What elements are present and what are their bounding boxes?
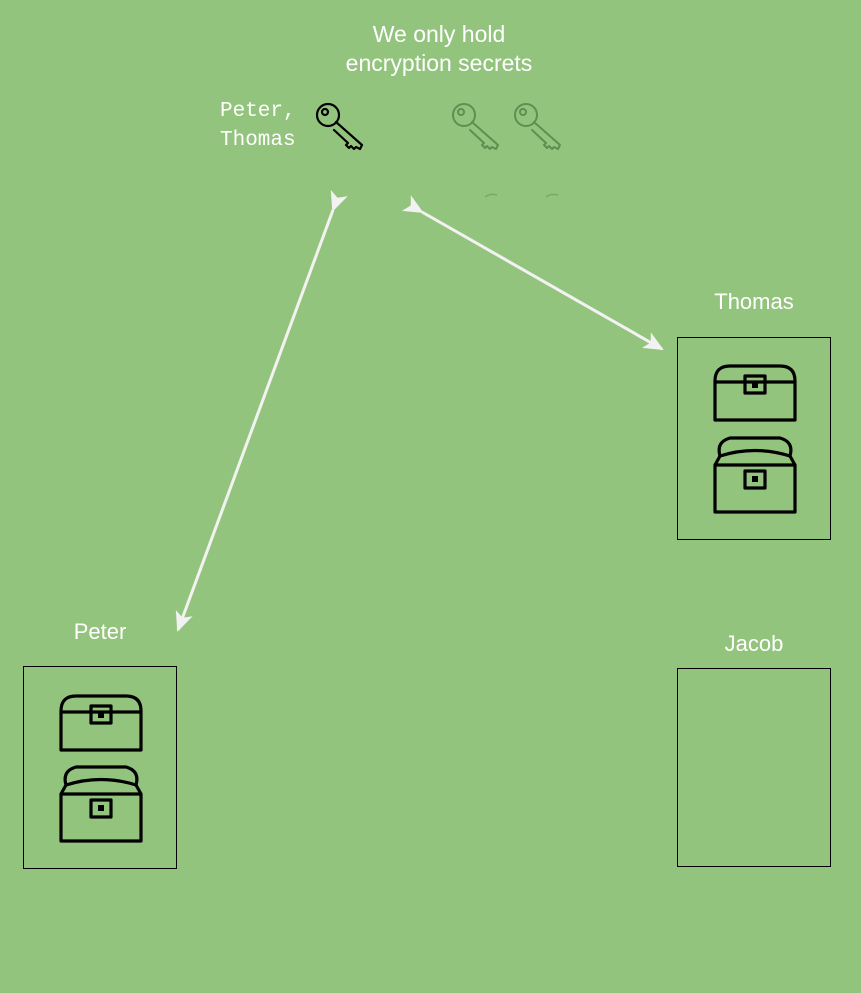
storage-box-peter <box>23 666 177 869</box>
arrow-thomas <box>401 195 664 351</box>
diagram-title: We only hold encryption secrets <box>345 21 533 76</box>
storage-box-thomas <box>677 337 831 540</box>
arrow-peter <box>175 189 348 632</box>
treasure-chest-open-icon <box>713 436 797 514</box>
treasure-chest-closed-icon <box>59 694 143 752</box>
person-name-thomas: Thomas <box>714 289 794 314</box>
person-name-peter: Peter <box>73 619 127 644</box>
storage-box-jacob <box>677 668 831 867</box>
treasure-chest-closed-icon <box>713 364 797 422</box>
treasure-chest-open-icon <box>59 765 143 843</box>
person-name-jacob: Jacob <box>724 631 784 656</box>
key-owner-label: Peter, Thomas <box>220 100 296 152</box>
